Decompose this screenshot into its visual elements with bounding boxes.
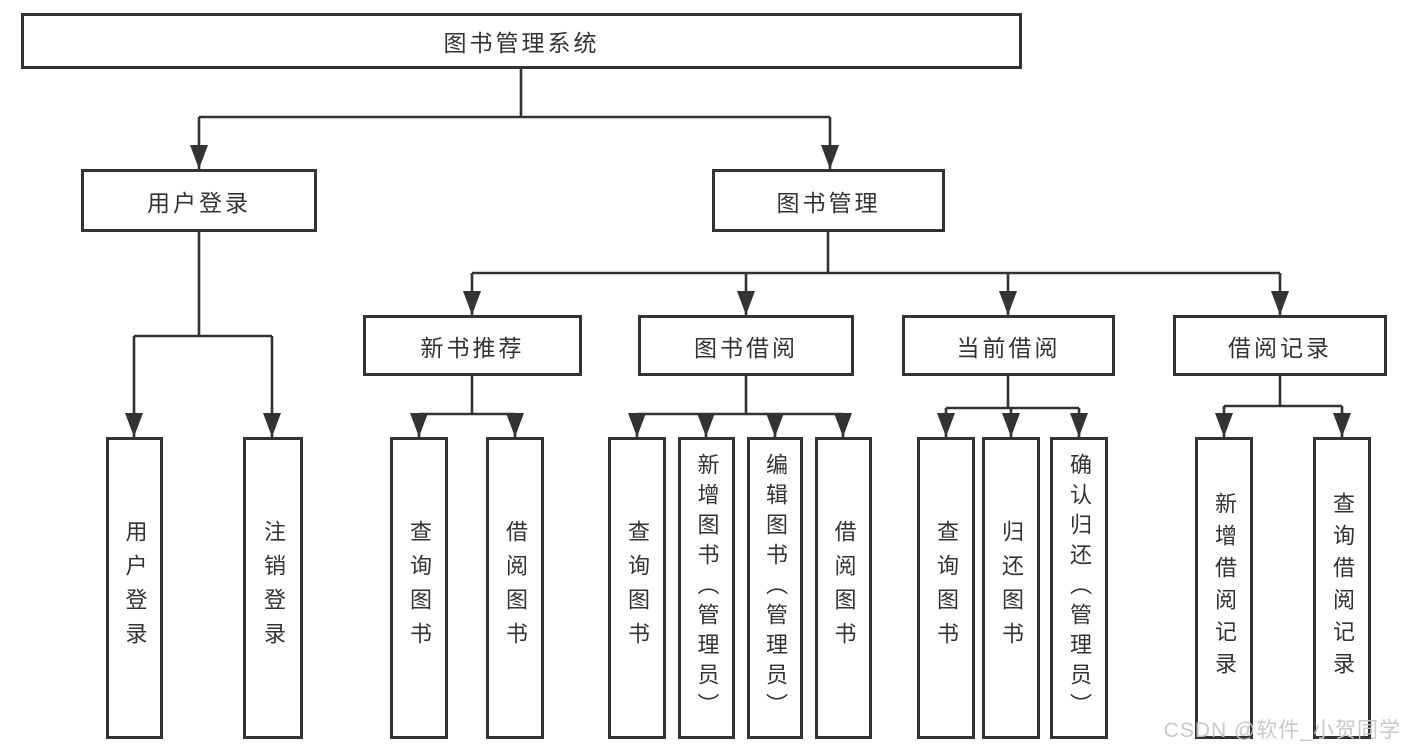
- leaf-borrow-query-books-label: 查询图书: [625, 520, 650, 656]
- leaf-logout: 注销登录: [243, 437, 303, 739]
- node-new-book-recommend: 新书推荐: [363, 315, 582, 376]
- leaf-borrow-borrow-books-label: 借阅图书: [831, 520, 857, 656]
- leaf-borrow-query-books: 查询图书: [608, 437, 666, 739]
- leaf-records-add-record: 新增借阅记录: [1195, 437, 1253, 739]
- leaf-user-login-label: 用户登录: [122, 520, 148, 656]
- leaf-records-query-record-label: 查询借阅记录: [1330, 492, 1355, 684]
- leaf-recommend-query-books: 查询图书: [390, 437, 448, 739]
- leaf-current-return-books-label: 归还图书: [999, 520, 1024, 656]
- node-current-borrow: 当前借阅: [902, 315, 1115, 376]
- node-borrow-records: 借阅记录: [1173, 315, 1387, 376]
- arrow-down-icons: [125, 145, 1351, 437]
- leaf-user-login: 用户登录: [106, 437, 163, 739]
- node-current-borrow-label: 当前借阅: [956, 334, 1061, 361]
- leaf-current-confirm-return-admin-label: 确认归还（管理员）: [1067, 453, 1092, 723]
- node-borrow-records-label: 借阅记录: [1228, 334, 1332, 361]
- node-user-login-label: 用户登录: [147, 189, 251, 216]
- node-new-book-recommend-label: 新书推荐: [420, 334, 525, 361]
- leaf-current-query-books: 查询图书: [917, 437, 975, 739]
- leaf-recommend-borrow-books: 借阅图书: [486, 437, 544, 739]
- leaf-current-query-books-label: 查询图书: [934, 520, 959, 656]
- leaf-borrow-edit-books-admin-label: 编辑图书（管理员）: [763, 453, 788, 723]
- node-book-management-label: 图书管理: [776, 189, 881, 216]
- leaf-borrow-edit-books-admin: 编辑图书（管理员）: [747, 437, 803, 739]
- leaf-logout-label: 注销登录: [261, 520, 286, 656]
- csdn-watermark: CSDN @软件_小贺同学: [1163, 719, 1401, 742]
- node-root-label: 图书管理系统: [443, 30, 600, 56]
- node-book-borrow: 图书借阅: [638, 315, 854, 376]
- leaf-borrow-add-books-admin-label: 新增图书（管理员）: [694, 453, 720, 723]
- leaf-records-add-record-label: 新增借阅记录: [1212, 492, 1237, 684]
- leaf-borrow-borrow-books: 借阅图书: [815, 437, 872, 739]
- node-book-management: 图书管理: [712, 169, 945, 232]
- leaf-borrow-add-books-admin: 新增图书（管理员）: [678, 437, 735, 739]
- leaf-records-query-record: 查询借阅记录: [1313, 437, 1371, 739]
- leaf-recommend-query-books-label: 查询图书: [407, 520, 432, 656]
- node-user-login: 用户登录: [81, 169, 317, 232]
- leaf-current-confirm-return-admin: 确认归还（管理员）: [1050, 437, 1108, 739]
- node-book-borrow-label: 图书借阅: [694, 334, 798, 361]
- leaf-current-return-books: 归还图书: [982, 437, 1040, 739]
- node-root: 图书管理系统: [21, 13, 1022, 69]
- leaf-recommend-borrow-books-label: 借阅图书: [503, 520, 528, 656]
